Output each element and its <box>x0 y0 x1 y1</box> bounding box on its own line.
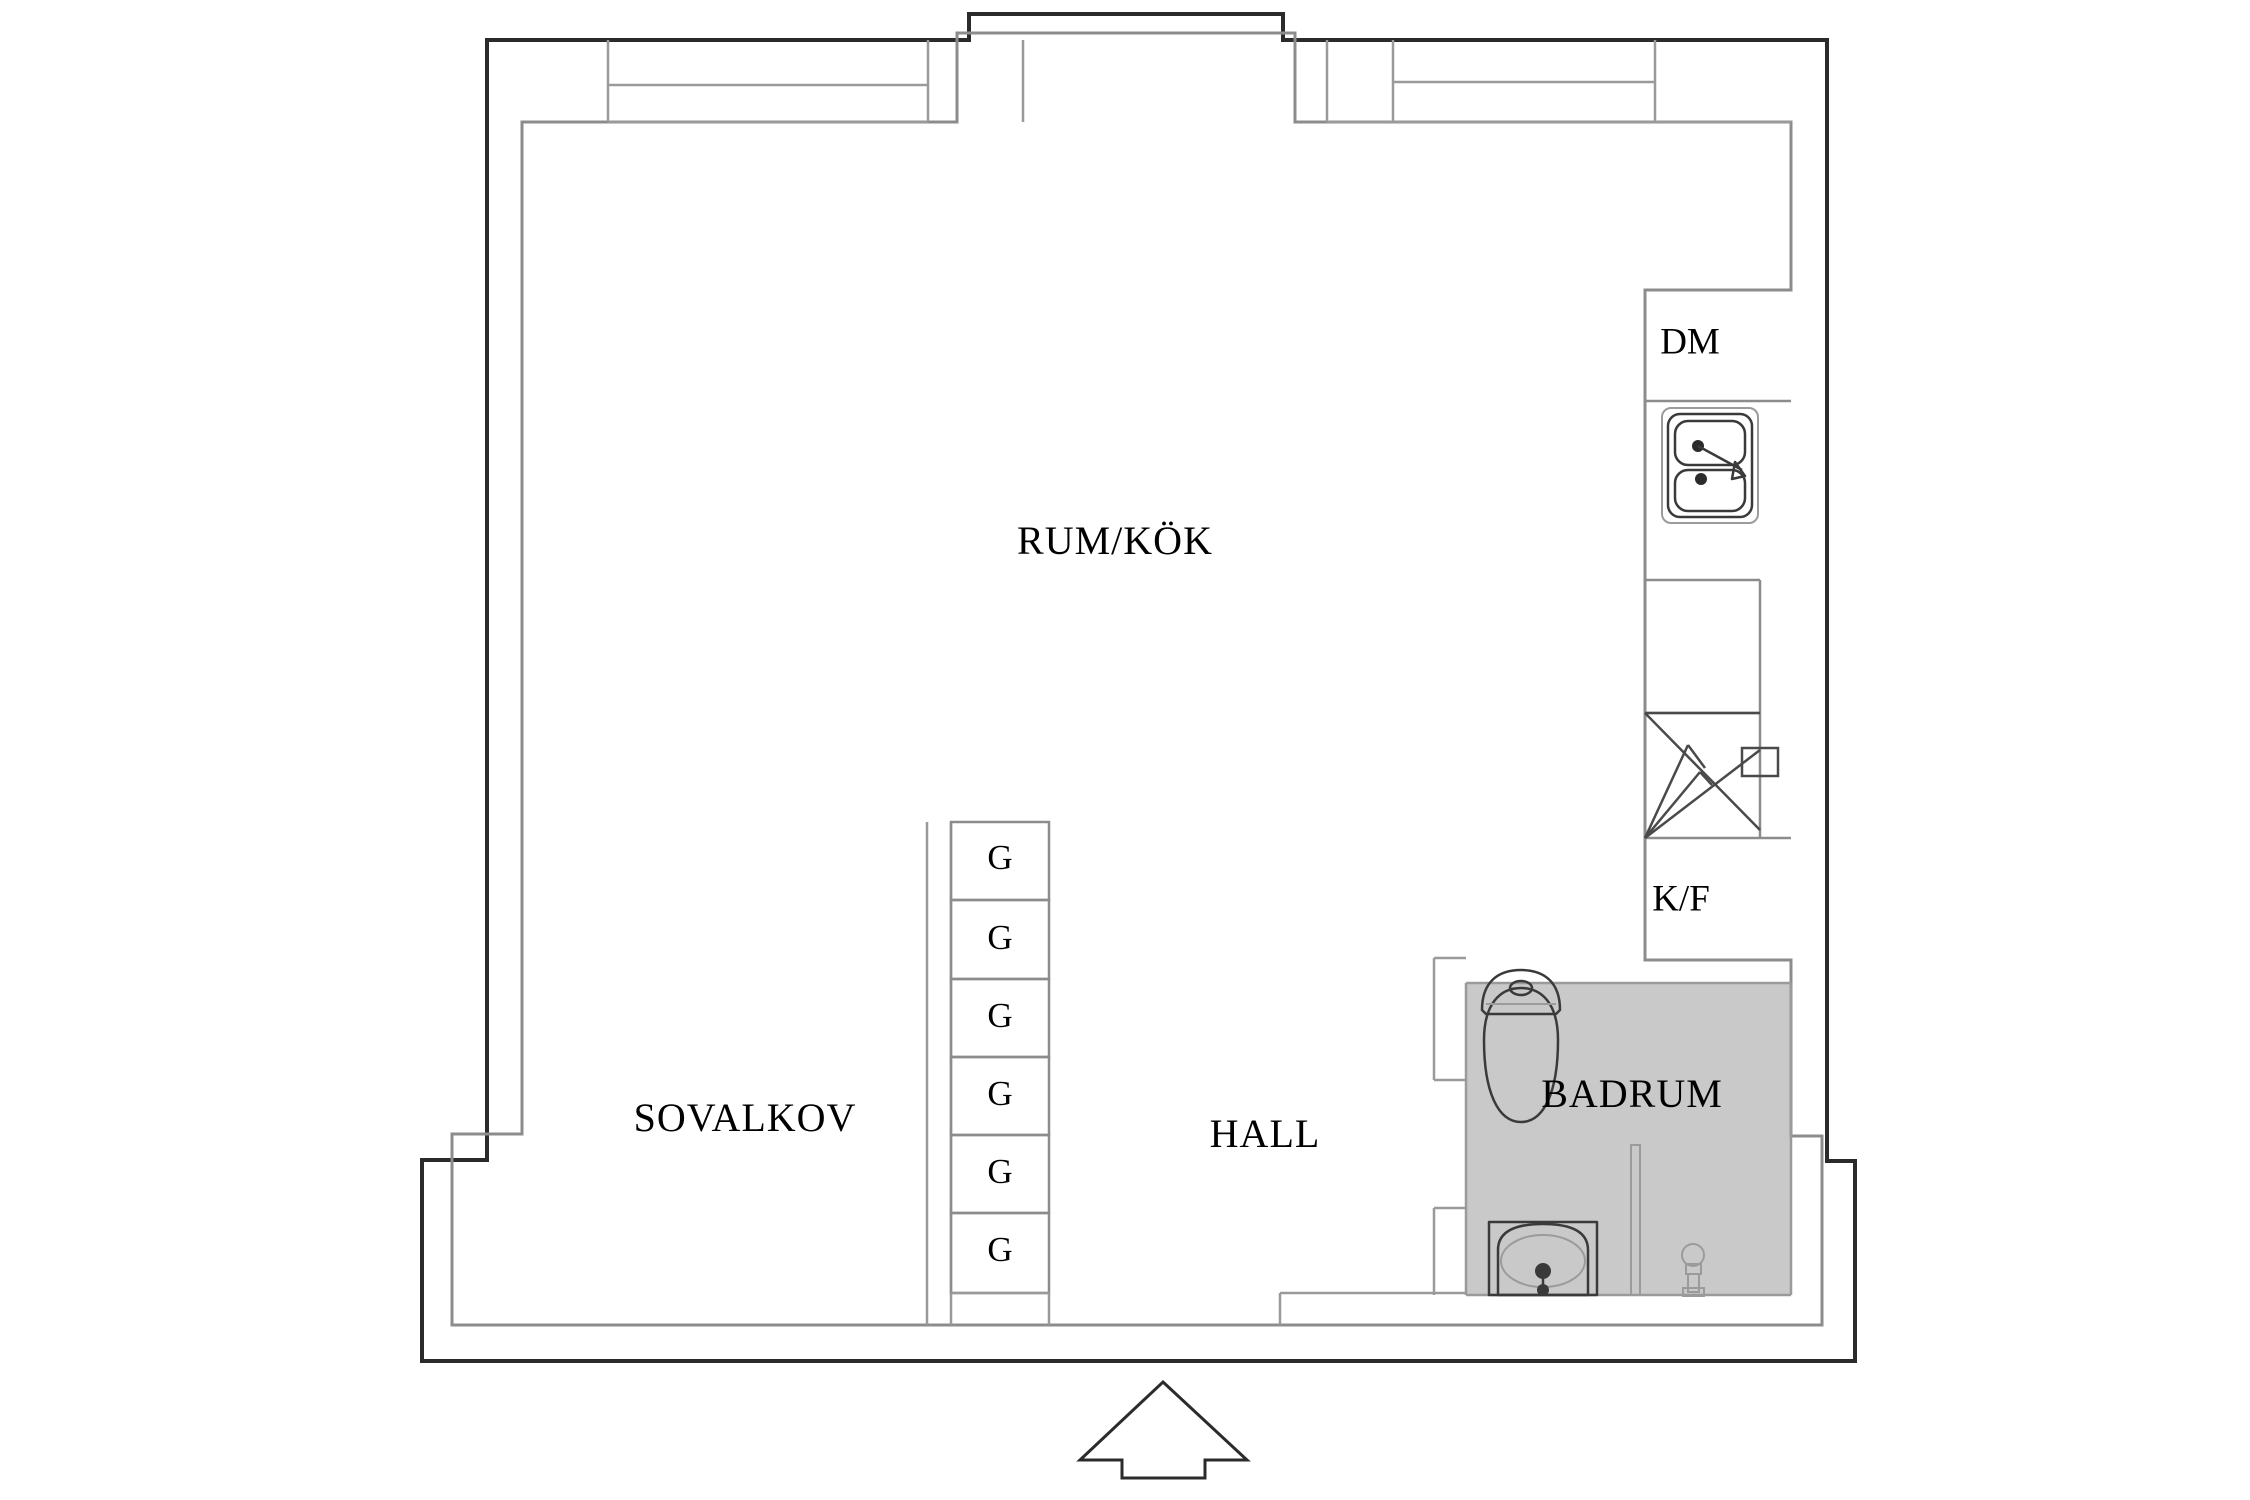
window-band-top-right <box>1325 40 1791 124</box>
wardrobe-label-group: G G G G G G <box>987 838 1012 1269</box>
room-label-sovalkov: SOVALKOV <box>634 1095 857 1140</box>
room-label-rum-kok: RUM/KÖK <box>1017 518 1213 563</box>
shower-drain-icon <box>1630 1144 1641 1296</box>
kitchen-sink-icon <box>1661 407 1759 524</box>
range-and-door-swing-icon <box>1643 711 1780 839</box>
wardrobe-column <box>925 820 1051 1325</box>
floor-tap-icon <box>1681 1243 1705 1297</box>
badrum-walls <box>1432 956 1793 1297</box>
outer-wall-outline <box>420 12 1857 1363</box>
kitchen-column <box>1643 288 1791 962</box>
wardrobe-label-6: G <box>987 1230 1012 1269</box>
wardrobe-label-3: G <box>987 996 1012 1035</box>
entrance-arrow-icon <box>1076 1379 1251 1480</box>
room-label-group: RUM/KÖK SOVALKOV HALL BADRUM <box>634 518 1723 1156</box>
wardrobe-label-4: G <box>987 1074 1012 1113</box>
appliance-label-dm: DM <box>1660 321 1720 362</box>
badrum-shading <box>1466 983 1791 1295</box>
appliance-label-group: DM K/F <box>1652 321 1720 919</box>
room-label-badrum: BADRUM <box>1541 1071 1723 1116</box>
wardrobe-label-5: G <box>987 1152 1012 1191</box>
washbasin-icon <box>1487 1220 1599 1297</box>
wardrobe-label-2: G <box>987 918 1012 957</box>
appliance-label-kf: K/F <box>1652 878 1710 919</box>
wardrobe-label-1: G <box>987 838 1012 877</box>
toilet-icon <box>1480 968 1562 1124</box>
window-band-top-left <box>606 40 1025 124</box>
interior-partition-walls <box>1047 1291 1466 1325</box>
room-label-hall: HALL <box>1210 1111 1321 1156</box>
